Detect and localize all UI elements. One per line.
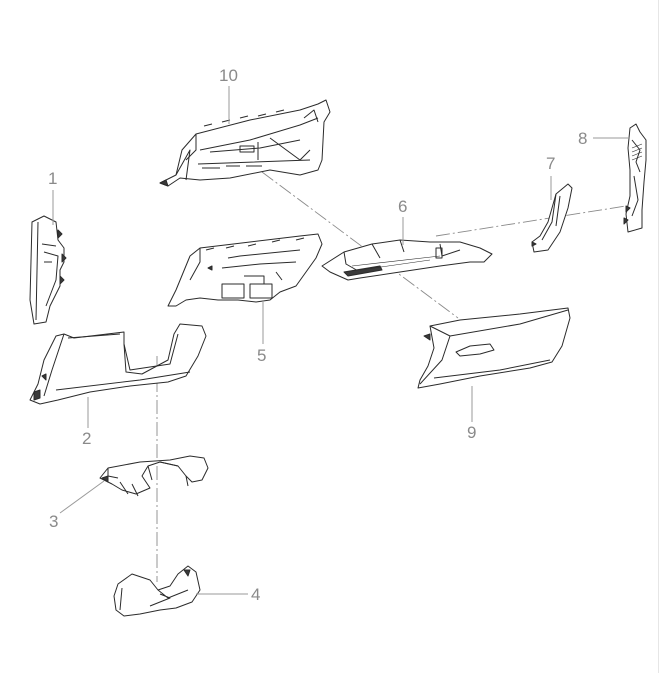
part-2-knee-trim: [29, 323, 207, 405]
callout-10: 10: [219, 66, 238, 85]
part-8-side-trim: [623, 123, 647, 233]
part-9-glove-box: [417, 307, 571, 389]
callout-5: 5: [257, 346, 267, 365]
part-1-side-trim: [29, 215, 67, 325]
part-3-column-frame: [99, 455, 209, 497]
callout-9: 9: [467, 423, 477, 442]
part-7-trim: [531, 183, 573, 253]
callout-3: 3: [49, 512, 59, 531]
part-6-housing: [321, 239, 493, 281]
callout-2: 2: [82, 429, 92, 448]
part-5-center-trim: [167, 233, 323, 307]
callout-6: 6: [398, 197, 408, 216]
callout-7: 7: [546, 154, 556, 173]
assembly-axis-lines: [156, 171, 627, 582]
leader-lines: [52, 86, 630, 595]
callout-4: 4: [251, 585, 261, 604]
callout-8: 8: [578, 129, 588, 148]
part-10-bracket: [159, 99, 331, 187]
right-border: [658, 0, 659, 673]
callout-1: 1: [48, 169, 58, 188]
part-4-column-shroud: [113, 565, 201, 617]
